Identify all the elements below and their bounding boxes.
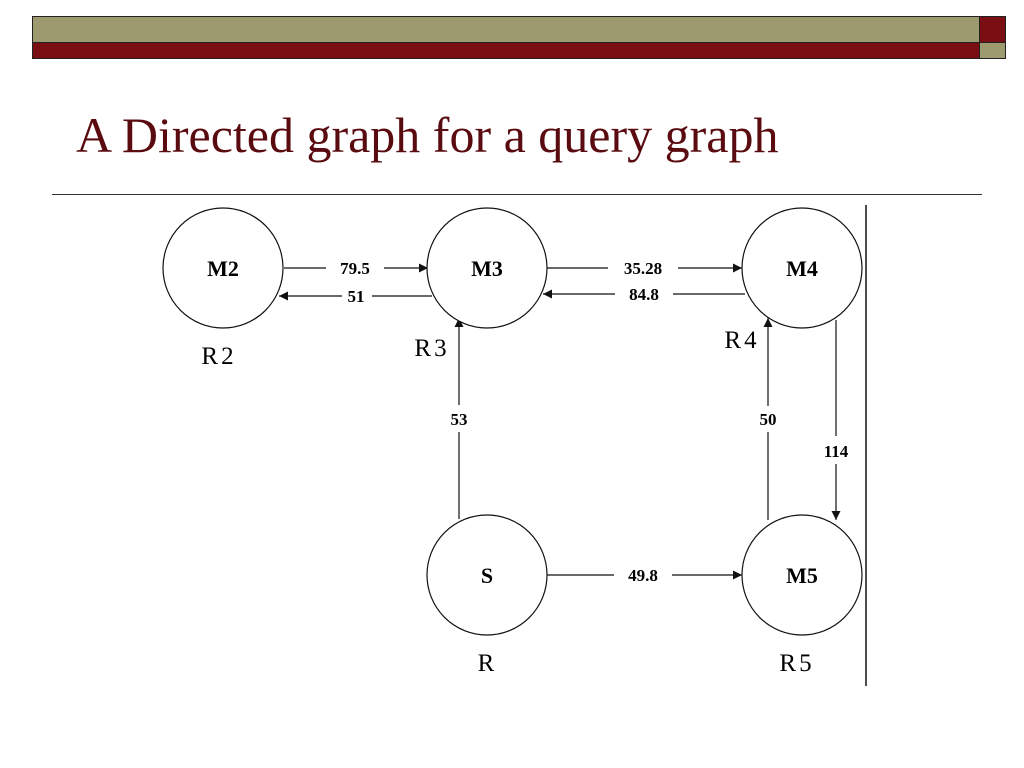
- title-divider: [52, 194, 982, 195]
- edge-m3-m2: 51: [279, 287, 432, 306]
- node-m2: M2: [162, 207, 284, 329]
- relation-label-r4: R4: [724, 327, 759, 354]
- relation-label-r5: R5: [779, 650, 814, 677]
- node-label-m3: M3: [471, 256, 503, 281]
- node-m5: M5: [741, 514, 863, 636]
- node-label-m4: M4: [786, 256, 818, 281]
- edge-weight-s-m3: 53: [451, 410, 468, 429]
- edge-weight-m4-m3: 84.8: [629, 285, 659, 304]
- slide-title: A Directed graph for a query graph: [76, 107, 779, 163]
- edge-m4-m5: 114: [824, 320, 849, 520]
- edge-m4-m3: 84.8: [543, 285, 745, 304]
- edge-weight-m3-m4: 35.28: [624, 259, 662, 278]
- edge-m2-m3: 79.5: [284, 259, 428, 278]
- relation-label-r2: R2: [201, 343, 236, 370]
- edge-m3-m4: 35.28: [547, 259, 742, 278]
- edge-weight-m2-m3: 79.5: [340, 259, 370, 278]
- edge-weight-m4-m5: 114: [824, 442, 849, 461]
- header-olive-square: [979, 42, 1006, 59]
- node-m3: M3: [426, 207, 548, 329]
- node-label-s: S: [481, 563, 493, 588]
- edge-weight-m3-m2: 51: [348, 287, 365, 306]
- relation-label-r3: R3: [414, 335, 449, 362]
- node-label-m5: M5: [786, 563, 818, 588]
- edge-weight-m5-m4: 50: [760, 410, 777, 429]
- node-s: S: [426, 514, 548, 636]
- node-m4: M4: [741, 207, 863, 329]
- slide-header-bar: [0, 0, 1024, 64]
- edge-m5-m4: 50: [760, 318, 777, 520]
- edge-s-m5: 49.8: [547, 566, 742, 585]
- edge-weight-s-m5: 49.8: [628, 566, 658, 585]
- edge-s-m3: 53: [451, 318, 468, 519]
- node-label-m2: M2: [207, 256, 239, 281]
- relation-label-r: R: [478, 650, 495, 677]
